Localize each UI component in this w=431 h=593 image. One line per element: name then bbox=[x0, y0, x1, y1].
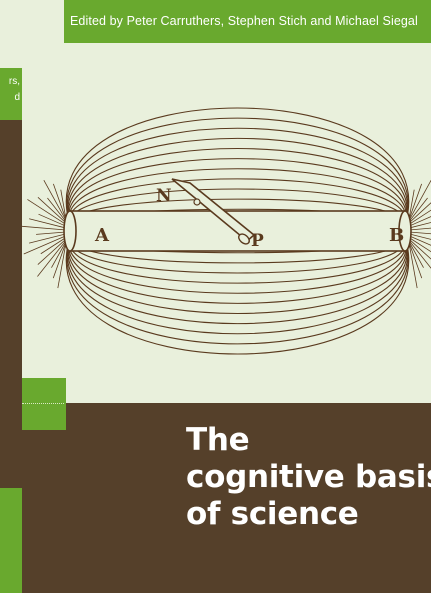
adjacent-cover-brown-panel bbox=[0, 120, 22, 593]
label-n: N bbox=[156, 186, 172, 206]
adjacent-cover-text: rs, d bbox=[0, 74, 22, 106]
label-b: B bbox=[389, 225, 404, 246]
adjacent-cover-illustration bbox=[0, 0, 22, 68]
title-line: cognitive basis bbox=[186, 459, 431, 495]
editors-band bbox=[64, 0, 431, 43]
header-spacer bbox=[22, 0, 64, 43]
adjacent-cover-green-band bbox=[0, 68, 22, 120]
compass-needle bbox=[171, 178, 256, 245]
adjacent-cover-text-line: d bbox=[14, 92, 20, 103]
magnetic-field-lines-figure: A B N P bbox=[22, 107, 431, 355]
label-a: A bbox=[94, 225, 110, 246]
spine-green-block bbox=[22, 378, 66, 430]
book-title: The cognitive basis of science bbox=[186, 422, 431, 533]
editors-credit: Edited by Peter Carruthers, Stephen Stic… bbox=[70, 14, 418, 28]
dotted-divider bbox=[22, 403, 64, 404]
label-p: P bbox=[251, 231, 264, 251]
adjacent-cover-green-block bbox=[0, 488, 22, 593]
title-line: The bbox=[186, 422, 250, 458]
title-line: of science bbox=[186, 496, 359, 532]
adjacent-cover-text-line: rs, bbox=[8, 76, 20, 87]
